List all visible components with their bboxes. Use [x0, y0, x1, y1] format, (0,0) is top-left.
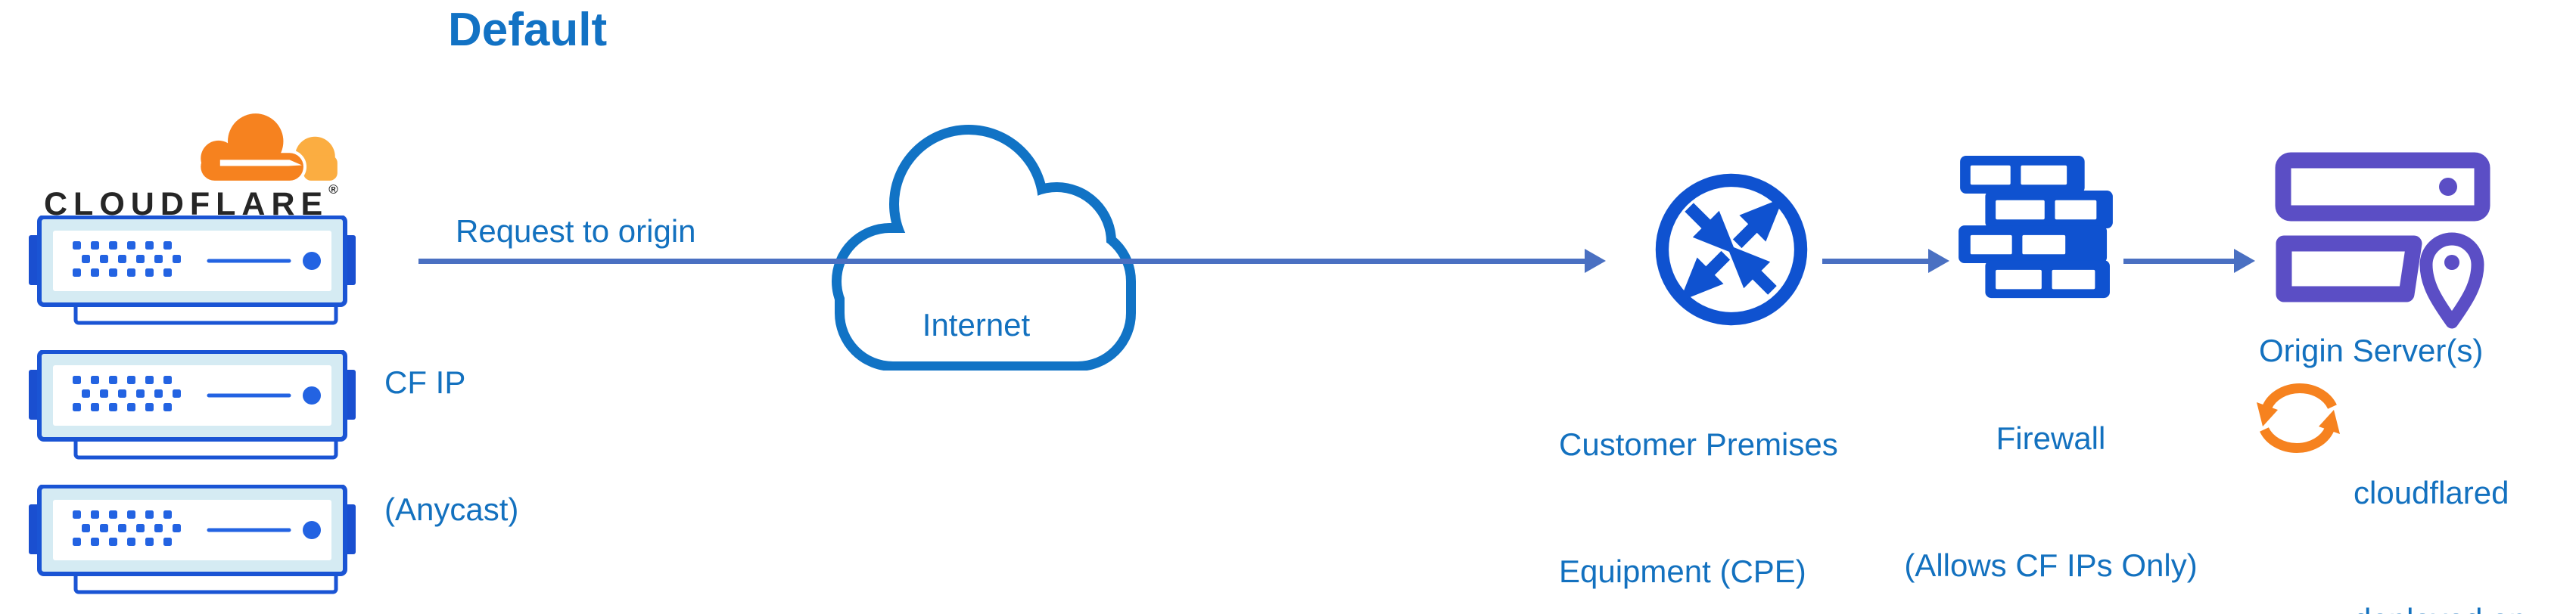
- arrow-request-to-origin-head: [1585, 249, 1606, 273]
- cpe-router-icon: [1651, 169, 1812, 333]
- arrow-firewall-to-origin-head: [2234, 249, 2255, 273]
- arrow-firewall-to-origin-shaft: [2123, 259, 2234, 264]
- cpe-label-line2: Equipment (CPE): [1559, 554, 1806, 589]
- arrow-cpe-to-firewall-head: [1928, 249, 1949, 273]
- cf-ip-line1: CF IP: [384, 364, 466, 400]
- request-to-origin-label: Request to origin: [456, 213, 696, 249]
- cf-server-rack-icon: [29, 349, 356, 467]
- cloudflared-sync-icon: [2254, 381, 2344, 460]
- cloudflared-label: cloudflared deployed on servers: [2354, 387, 2527, 614]
- firewall-label-line2: (Allows CF IPs Only): [1904, 547, 2198, 583]
- registered-trademark: ®: [328, 182, 338, 197]
- internet-label: Internet: [922, 307, 1031, 343]
- cpe-label: Customer Premises Equipment (CPE): [1559, 339, 1838, 614]
- cpe-label-line1: Customer Premises: [1559, 426, 1838, 462]
- arrow-request-to-origin-shaft: [418, 259, 1586, 264]
- origin-servers-icon: [2264, 144, 2499, 336]
- arrow-cpe-to-firewall-shaft: [1822, 259, 1928, 264]
- firewall-label-line1: Firewall: [1996, 420, 2106, 456]
- cf-ip-anycast-label: CF IP (Anycast): [384, 277, 518, 614]
- cloudflare-logo-icon: [189, 109, 344, 185]
- origin-servers-label: Origin Server(s): [2259, 333, 2484, 368]
- cf-server-rack-icon: [29, 484, 356, 602]
- firewall-label: Firewall (Allows CF IPs Only): [1881, 333, 2221, 614]
- cloudflared-label-line1: cloudflared: [2354, 475, 2509, 510]
- firewall-icon: [1957, 156, 2116, 305]
- cf-server-rack-icon: [29, 215, 356, 333]
- cf-ip-line2: (Anycast): [384, 492, 519, 527]
- cloudflared-label-line2: deployed on: [2354, 599, 2527, 614]
- internet-cloud-icon: [817, 112, 1150, 374]
- diagram-title: Default: [448, 4, 608, 56]
